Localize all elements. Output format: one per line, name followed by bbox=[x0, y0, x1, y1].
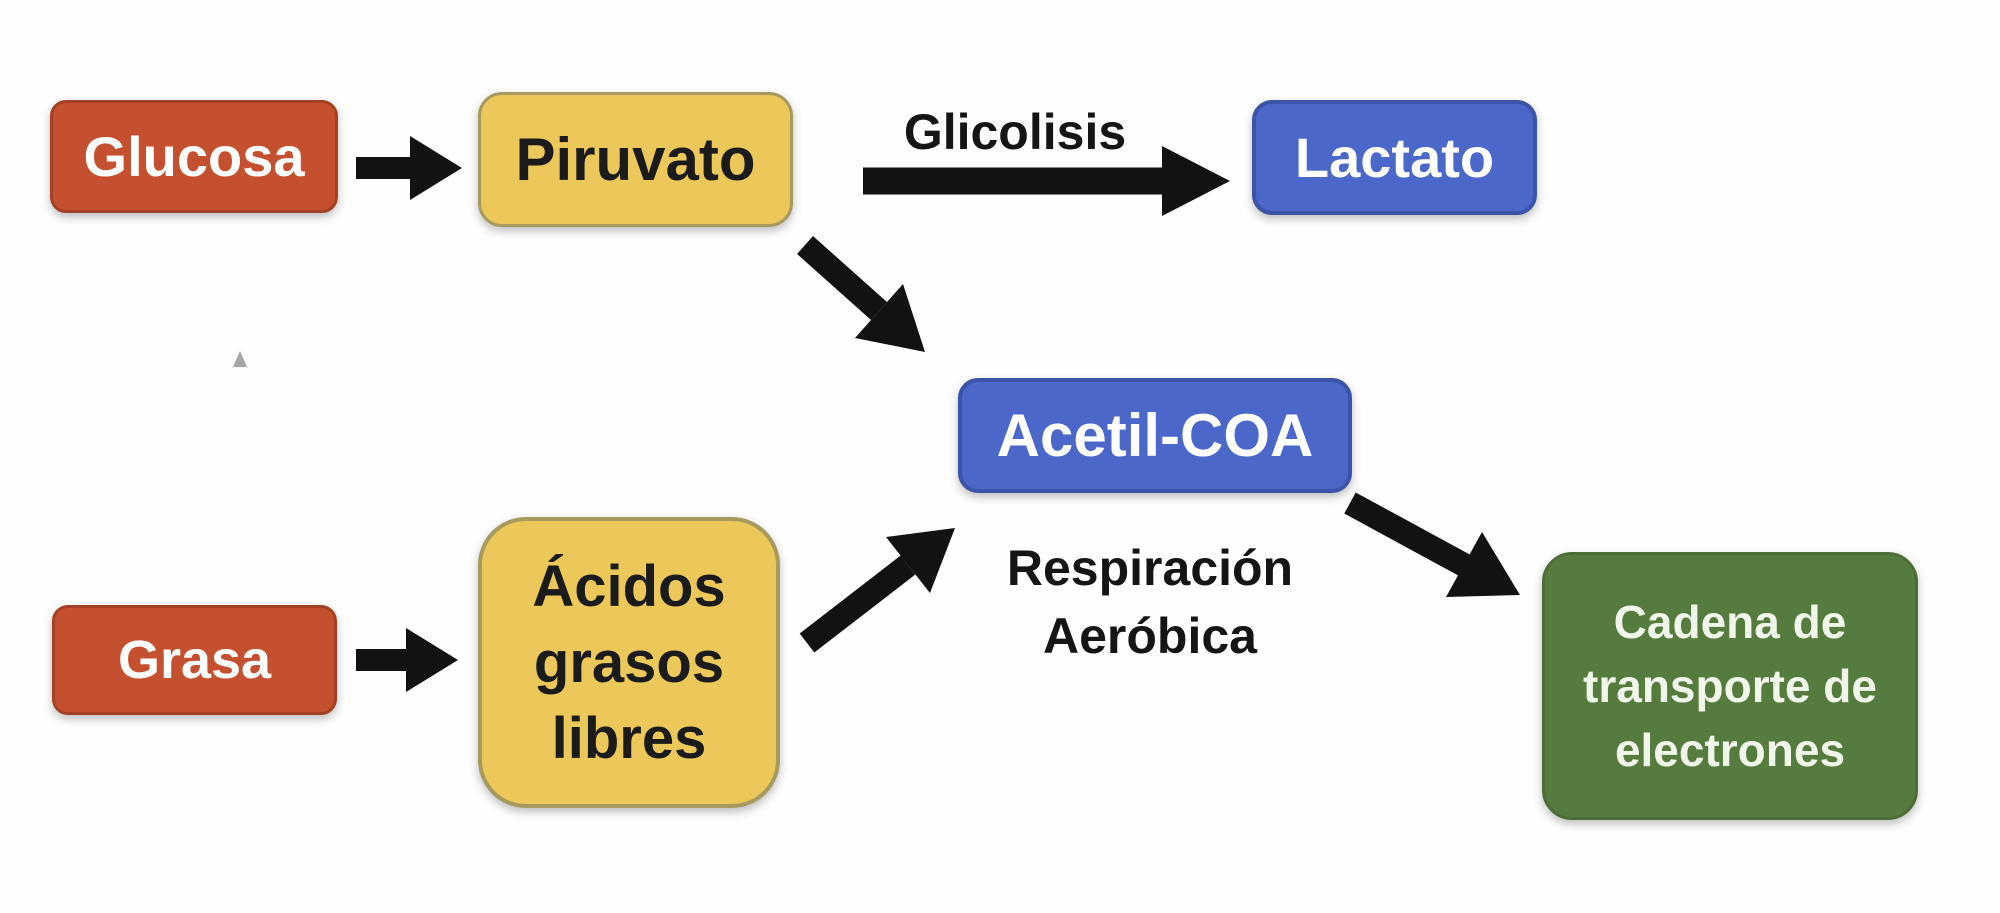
caption-respiracion-line-2: Aeróbica bbox=[1043, 608, 1257, 664]
caption-glicolisis: Glicolisis bbox=[903, 104, 1127, 160]
arrow-piruvato-to-lactato bbox=[863, 146, 1230, 216]
arrow-piruvato-to-acetil-coa bbox=[797, 236, 925, 352]
node-glucosa-label: Glucosa bbox=[83, 125, 305, 188]
node-grasa: Grasa bbox=[52, 605, 337, 715]
arrow-grasa-to-acidos bbox=[356, 628, 458, 692]
node-lactato-label: Lactato bbox=[1294, 126, 1495, 189]
node-cadena-transporte-electrones: Cadena de transporte de electrones bbox=[1542, 552, 1918, 820]
node-cadena-line-2: transporte de bbox=[1583, 660, 1877, 712]
node-piruvato: Piruvato bbox=[478, 92, 793, 227]
node-acidos-line-3: libres bbox=[551, 705, 707, 771]
node-lactato: Lactato bbox=[1252, 100, 1537, 215]
node-acidos-grasos-libres: Ácidos grasos libres bbox=[478, 517, 780, 808]
node-acidos-line-2: grasos bbox=[533, 629, 725, 695]
node-glucosa: Glucosa bbox=[50, 100, 338, 213]
arrow-acidos-to-acetil-coa bbox=[799, 528, 955, 653]
node-cadena-line-3: electrones bbox=[1614, 724, 1846, 776]
node-cadena-line-1: Cadena de bbox=[1613, 596, 1847, 648]
node-grasa-label: Grasa bbox=[117, 630, 272, 690]
node-acetil-coa: Acetil-COA bbox=[958, 378, 1352, 493]
arrow-glucosa-to-piruvato bbox=[356, 136, 462, 200]
node-acetil-coa-label: Acetil-COA bbox=[996, 402, 1314, 469]
caption-respiracion-aerobica: Respiración Aeróbica bbox=[950, 534, 1350, 670]
node-piruvato-label: Piruvato bbox=[515, 126, 756, 193]
arrow-acetil-coa-to-cadena bbox=[1344, 492, 1520, 597]
node-acidos-line-1: Ácidos bbox=[532, 553, 726, 619]
caption-respiracion-line-1: Respiración bbox=[1006, 540, 1294, 596]
